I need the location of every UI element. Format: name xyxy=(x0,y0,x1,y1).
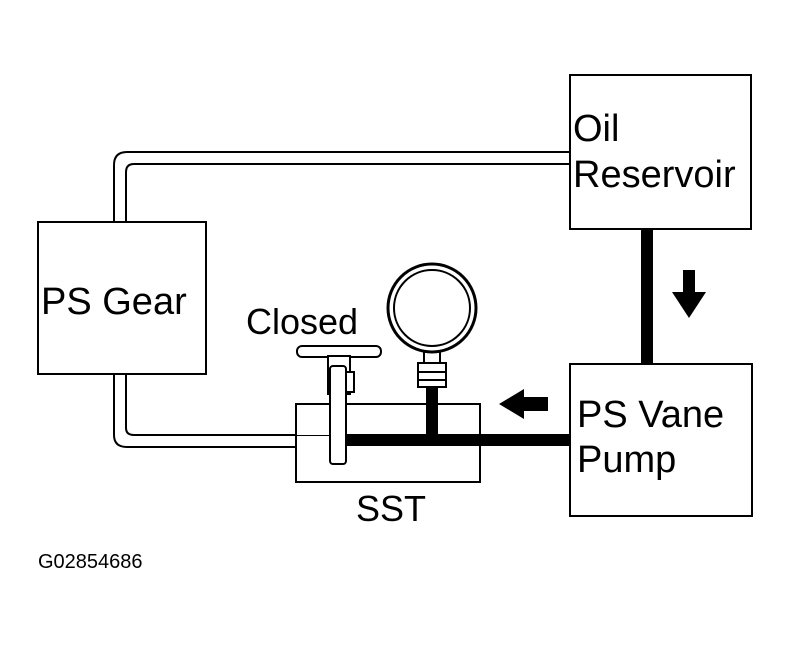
oil-reservoir-label-line1: Oil xyxy=(573,108,619,150)
return-hose-top xyxy=(113,151,570,222)
reservoir-to-pump-line xyxy=(641,229,653,365)
ps-vane-pump-label-line1: PS Vane xyxy=(577,394,724,436)
pressure-gauge-face xyxy=(393,269,471,347)
gauge-fitting xyxy=(417,362,447,388)
pump-to-sst-line xyxy=(340,434,570,446)
flow-arrow-left-icon xyxy=(499,389,548,419)
figure-code: G02854686 xyxy=(38,551,143,573)
sst-body-upper xyxy=(295,403,481,435)
valve-state-label: Closed xyxy=(246,301,358,342)
ps-gear-label: PS Gear xyxy=(41,281,187,323)
gear-to-sst-hose-inner xyxy=(125,374,296,436)
sst-label: SST xyxy=(356,488,426,529)
valve-stem xyxy=(329,365,347,465)
gear-to-sst-hose xyxy=(113,374,296,448)
return-hose-top-inner xyxy=(125,163,570,222)
sst-to-gauge-line xyxy=(426,386,438,436)
ps-vane-pump-label-line2: Pump xyxy=(577,439,676,481)
oil-reservoir-label-line2: Reservoir xyxy=(573,154,736,196)
valve-stem-side xyxy=(345,371,355,393)
ps-vane-pump-box xyxy=(569,363,753,517)
flow-arrow-down-icon xyxy=(672,270,706,318)
ps-gear-box xyxy=(37,221,207,375)
oil-reservoir-box xyxy=(569,74,752,230)
